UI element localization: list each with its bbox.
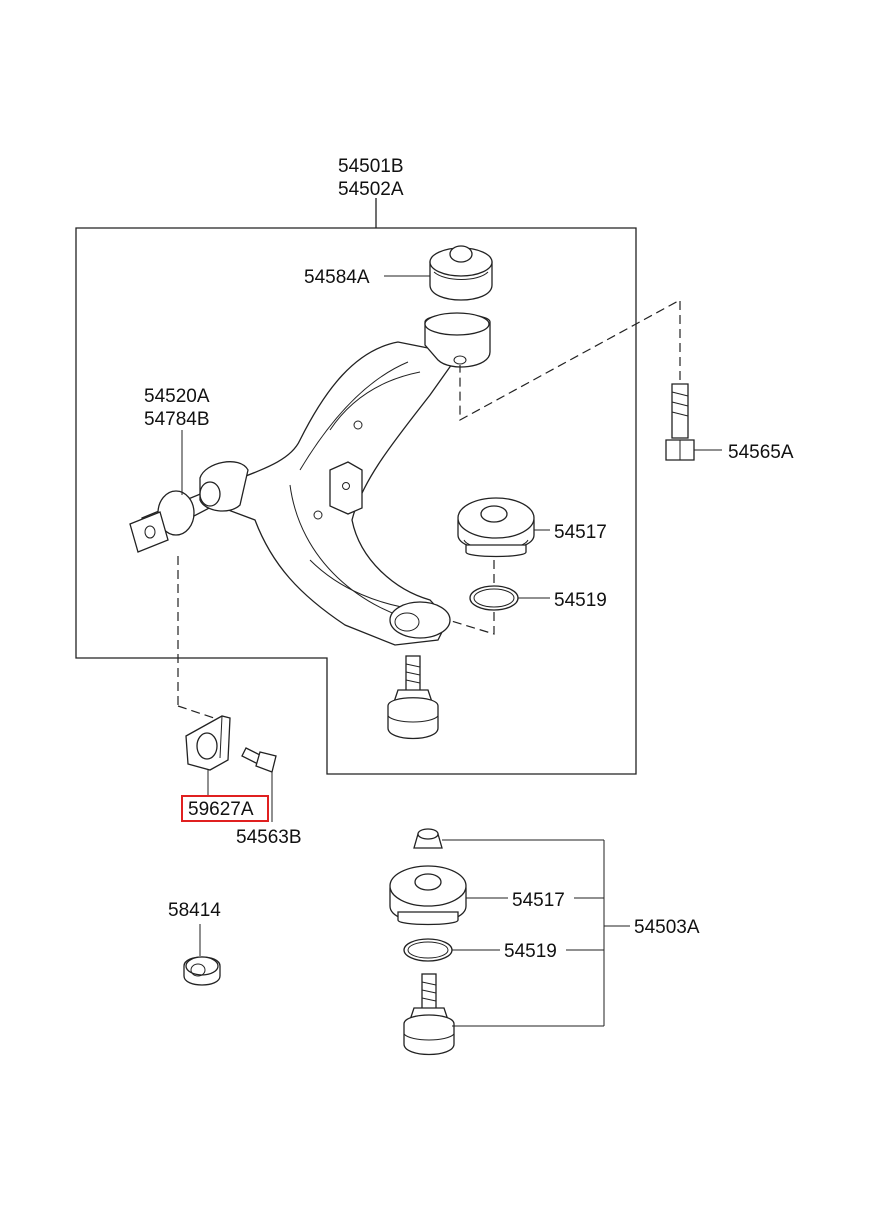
label-58414: 58414 — [168, 900, 221, 921]
label-54519-upper: 54519 — [554, 590, 607, 611]
plug-58414-part — [183, 956, 221, 986]
bracket-59627a-part — [185, 715, 231, 771]
label-54519-lower: 54519 — [504, 941, 557, 962]
bolt-dashed-path — [459, 298, 681, 422]
dust-cover-upper-part — [457, 497, 535, 558]
label-54565a: 54565A — [728, 442, 794, 463]
nut-part — [413, 828, 443, 849]
snap-ring-lower-part — [403, 938, 453, 962]
label-54502a: 54502A — [338, 179, 404, 200]
snap-ring-upper-part — [469, 585, 519, 611]
highlight-box-59627a — [181, 795, 269, 822]
assembly-frame — [75, 227, 637, 775]
label-54520a: 54520A — [144, 386, 210, 407]
bolt-54565a-part — [665, 383, 695, 461]
label-54501b: 54501B — [338, 156, 404, 177]
label-54517-lower: 54517 — [512, 890, 565, 911]
label-54503a: 54503A — [634, 917, 700, 938]
label-54563b: 54563B — [236, 827, 302, 848]
bolt-54563b-part — [241, 747, 277, 773]
bushing-54584a-part — [429, 245, 493, 301]
label-59627a[interactable]: 59627A — [188, 799, 254, 820]
lower-control-arm — [129, 312, 491, 646]
label-54584a: 54584A — [304, 267, 370, 288]
label-54784b: 54784B — [144, 409, 210, 430]
dust-cover-lower-part — [389, 865, 467, 926]
ball-joint-upper-part — [387, 655, 439, 740]
ball-joint-lower-part — [403, 973, 455, 1056]
label-54517-upper: 54517 — [554, 522, 607, 543]
